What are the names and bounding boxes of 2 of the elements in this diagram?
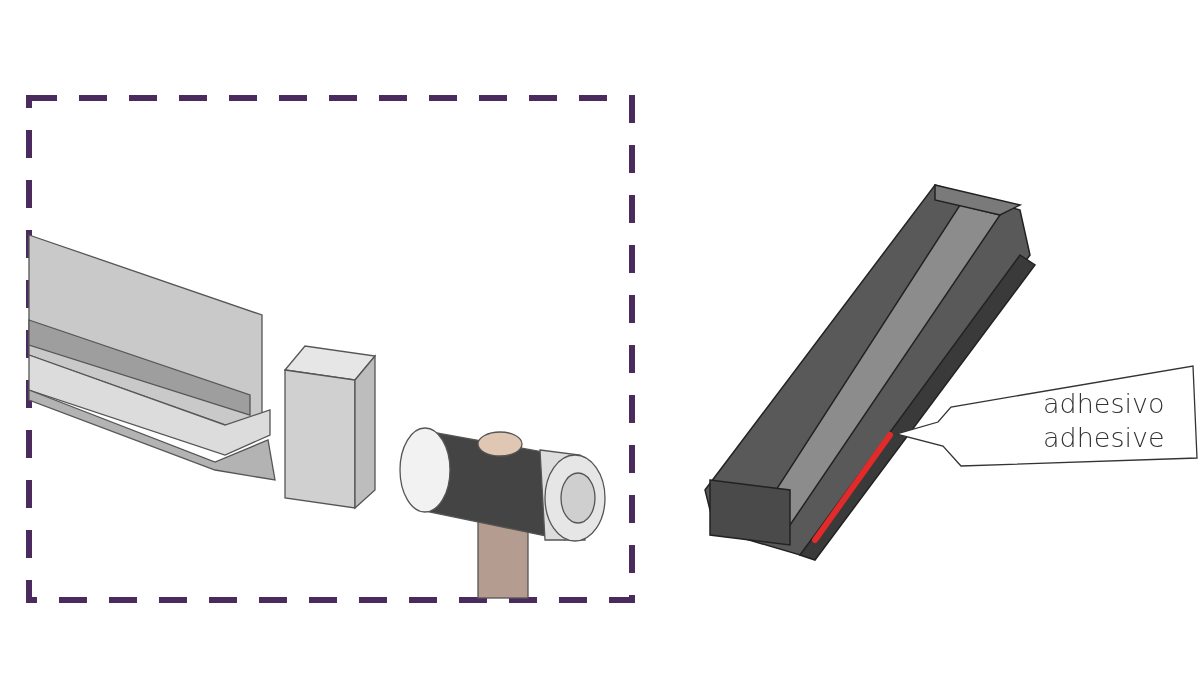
tube-label: adhesivo (1043, 388, 1165, 419)
tube-label: adhesive (1043, 422, 1165, 453)
